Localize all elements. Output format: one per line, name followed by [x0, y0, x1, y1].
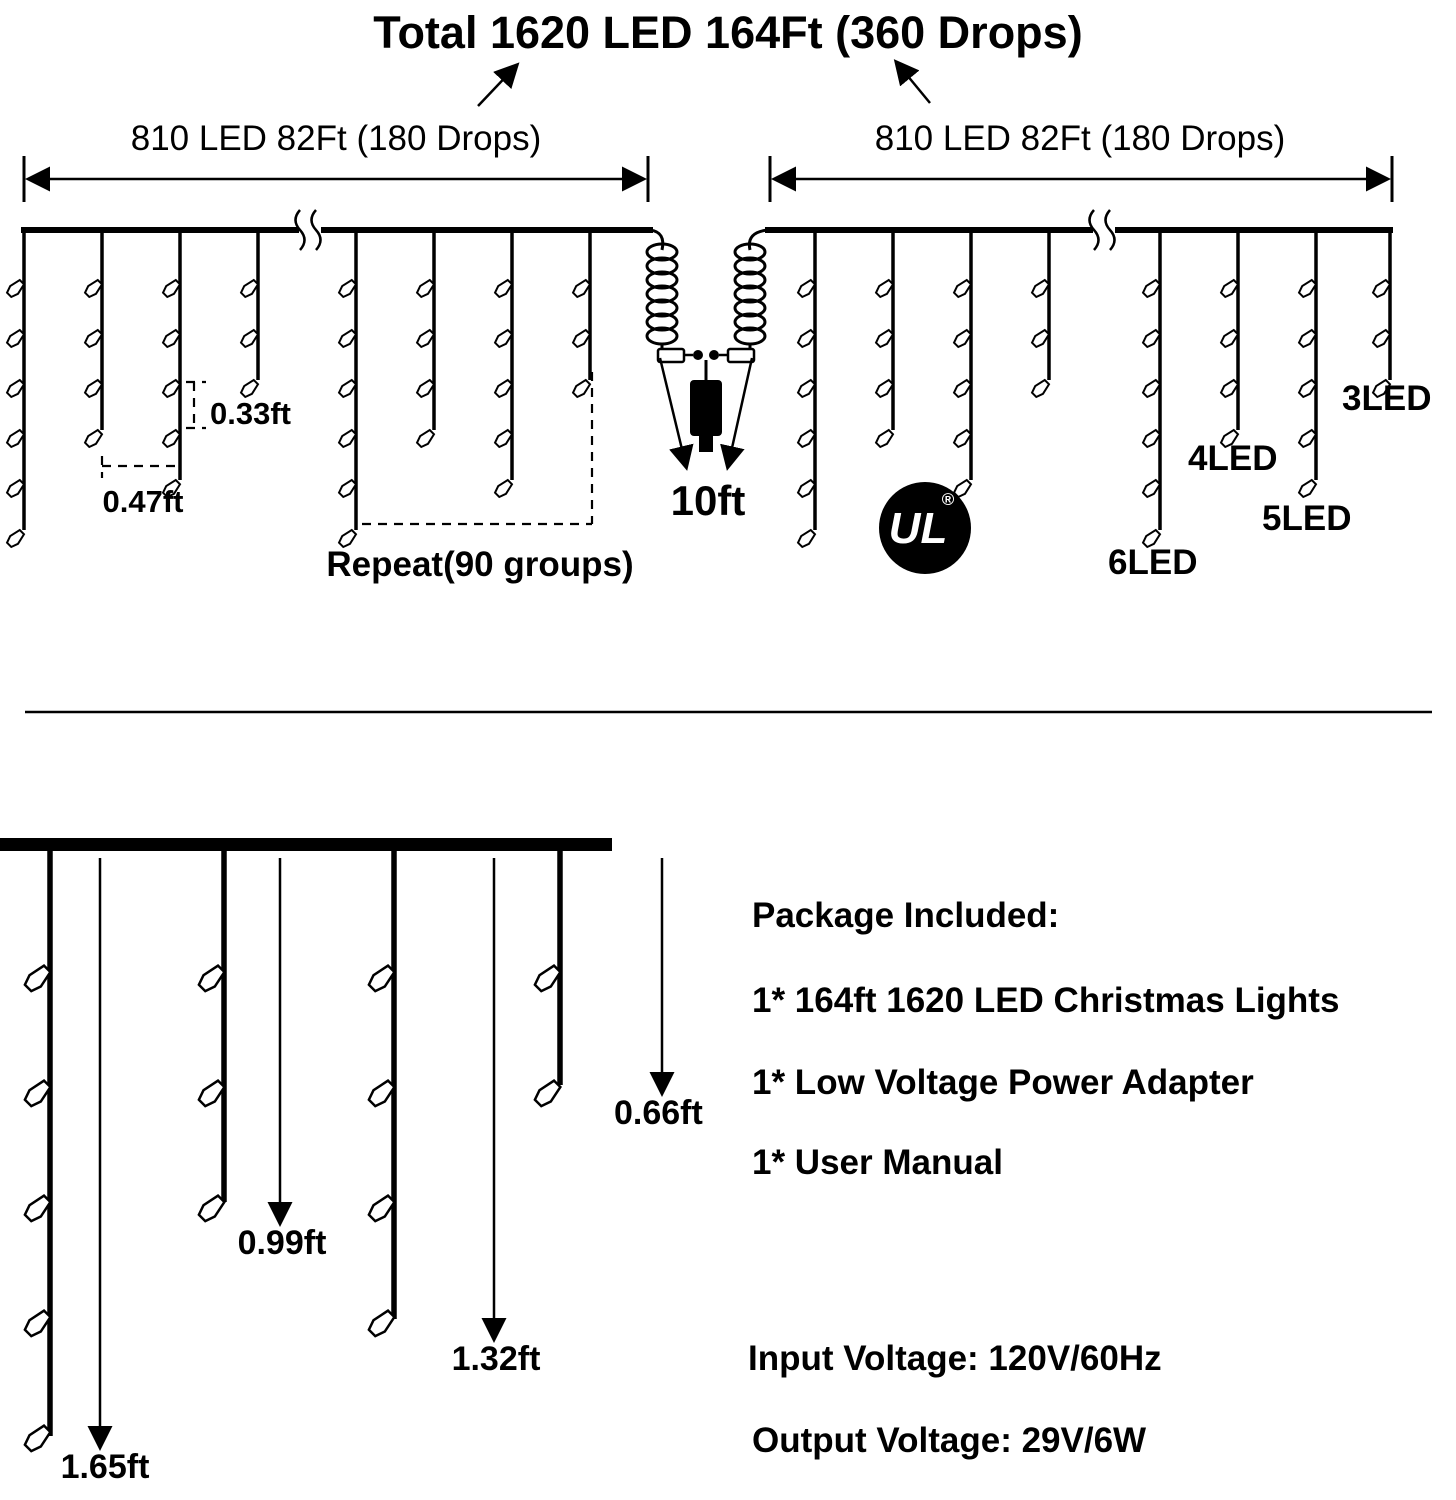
- package-item-manual: 1* User Manual: [752, 1143, 1003, 1182]
- icicle-drop-detail-132: [365, 851, 399, 1340]
- output-voltage-text: Output Voltage: 29V/6W: [752, 1421, 1146, 1460]
- power-cord-coil-right: [733, 242, 767, 346]
- right-span-label: 810 LED 82Ft (180 Drops): [875, 119, 1285, 158]
- ul-registered-mark: ®: [942, 490, 955, 509]
- icicle-drop-6led: [796, 230, 817, 549]
- top-diagram: Total 1620 LED 164Ft (360 Drops) 810 LED…: [5, 7, 1431, 584]
- led-spacing-label: 0.33ft: [210, 396, 291, 431]
- icicle-drop-3led: [239, 230, 260, 399]
- led-spacing-dimension: 0.33ft: [186, 380, 291, 431]
- coil-lead-right: [747, 228, 769, 251]
- icicle-drop-3led: [1371, 230, 1392, 399]
- drop-3led-label: 3LED: [1342, 379, 1431, 418]
- icicle-drop-5led: [493, 230, 514, 499]
- power-cord-coil-left: [645, 242, 679, 346]
- cord-length-label: 10ft: [671, 477, 746, 524]
- ul-certification-logo: UL ®: [879, 482, 971, 574]
- wire-break-mark: [310, 209, 322, 251]
- left-span-label: 810 LED 82Ft (180 Drops): [131, 119, 541, 158]
- coil-lead-left: [649, 228, 665, 251]
- icicle-drop-5led: [1297, 230, 1318, 499]
- icicle-drop-4led: [83, 230, 104, 449]
- ul-logo-text: UL: [889, 504, 948, 553]
- icicle-drop-detail-066: [531, 851, 565, 1110]
- drop-spacing-label: 0.47ft: [103, 484, 184, 519]
- cord-length-arrow-left: [658, 357, 694, 471]
- power-connector-assembly: 10ft: [645, 228, 769, 524]
- drop-6led-label: 6LED: [1108, 543, 1197, 582]
- icicle-drop-6led: [337, 230, 358, 549]
- package-included-heading: Package Included:: [752, 896, 1059, 935]
- drop-length-label-099: 0.99ft: [238, 1224, 327, 1262]
- package-item-lights: 1* 164ft 1620 LED Christmas Lights: [752, 981, 1339, 1020]
- voltage-specs-block: Input Voltage: 120V/60Hz Output Voltage:…: [748, 1339, 1162, 1460]
- main-wire-bar: [0, 838, 612, 851]
- drop-length-label-132: 1.32ft: [452, 1340, 541, 1378]
- icicle-drop-detail-099: [195, 851, 229, 1225]
- icicle-drop-3led: [1030, 230, 1051, 399]
- icicle-drop-detail-165: [21, 851, 55, 1455]
- drop-length-label-165: 1.65ft: [61, 1448, 150, 1486]
- cord-length-arrow-right: [720, 357, 754, 471]
- title-pointer-arrow-left: [477, 62, 520, 107]
- wire-break-mark: [1104, 209, 1116, 251]
- icicle-drop-4led: [415, 230, 436, 449]
- input-voltage-text: Input Voltage: 120V/60Hz: [748, 1339, 1162, 1378]
- diagram-title: Total 1620 LED 164Ft (360 Drops): [373, 7, 1082, 58]
- bottom-diagram: 1.65ft 0.99ft 1.32ft 0.66ft Package Incl…: [0, 838, 1339, 1486]
- repeat-group-bracket: Repeat(90 groups): [326, 372, 634, 584]
- icicle-drop-6led: [5, 230, 26, 549]
- connector-plug-icon: [656, 347, 756, 364]
- drop-4led-label: 4LED: [1188, 439, 1277, 478]
- package-included-block: Package Included: 1* 164ft 1620 LED Chri…: [752, 896, 1339, 1182]
- wire-break-mark: [294, 209, 306, 251]
- icicle-drop-5led: [952, 230, 973, 499]
- drop-spacing-dimension: 0.47ft: [100, 456, 184, 519]
- drop-length-label-066: 0.66ft: [614, 1094, 703, 1132]
- drop-5led-label: 5LED: [1262, 499, 1351, 538]
- icicle-drop-6led: [1141, 230, 1162, 549]
- package-item-adapter: 1* Low Voltage Power Adapter: [752, 1063, 1254, 1102]
- power-adapter-icon: [690, 360, 722, 452]
- title-pointer-arrow-right: [893, 59, 931, 104]
- icicle-drop-5led: [161, 230, 182, 499]
- wire-break-mark: [1088, 209, 1100, 251]
- icicle-drop-4led: [874, 230, 895, 449]
- icicle-drop-4led: [1219, 230, 1240, 449]
- repeat-label: Repeat(90 groups): [326, 545, 633, 584]
- icicle-drop-3led: [571, 230, 592, 399]
